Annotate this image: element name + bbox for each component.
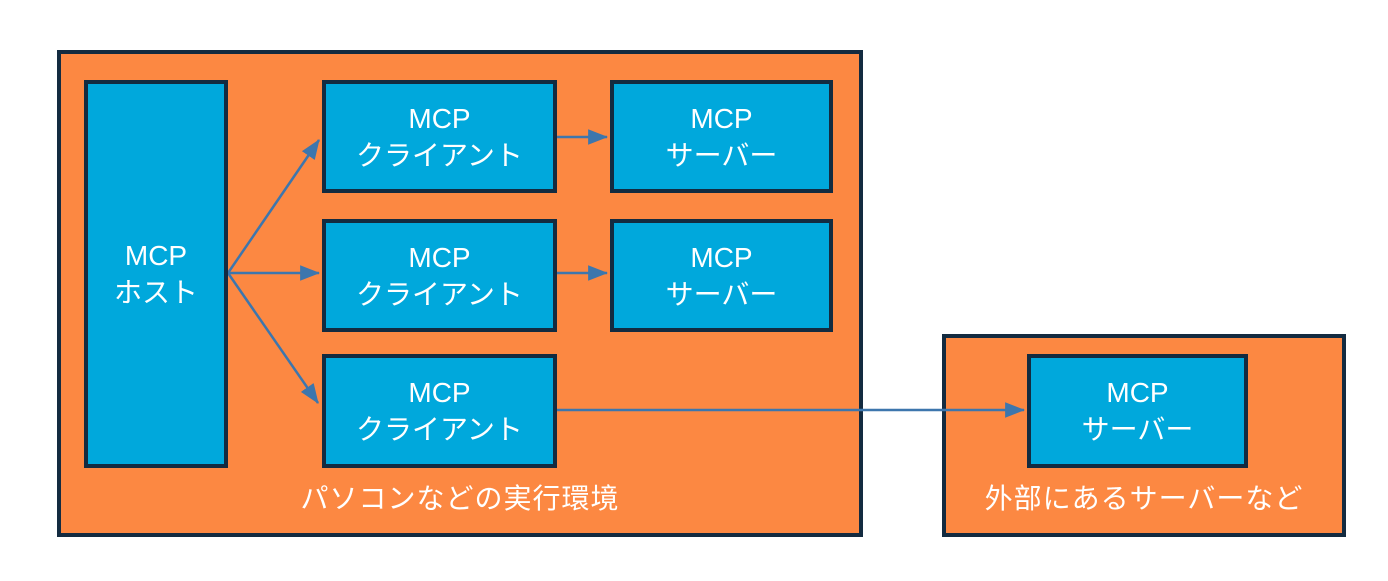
mcp-client-node-3: MCP クライアント (322, 354, 557, 468)
mcp-client-2-label-line1: MCP (408, 241, 471, 273)
local-environment-caption: パソコンなどの実行環境 (300, 483, 620, 514)
mcp-host-node: MCP ホスト (84, 80, 228, 468)
mcp-server-2-label-line2: サーバー (665, 278, 778, 310)
mcp-external-server-label-line2: サーバー (1081, 414, 1194, 445)
mcp-client-3-label-line2: クライアント (356, 414, 523, 445)
mcp-host-label-line2: ホスト (113, 277, 198, 308)
mcp-client-1-label-line1: MCP (408, 102, 471, 134)
mcp-client-3-label-line1: MCP (408, 377, 471, 408)
mcp-external-server-label-line1: MCP (1106, 377, 1169, 408)
mcp-server-1-label-line1: MCP (690, 102, 753, 134)
mcp-client-2-label-line2: クライアント (356, 278, 523, 310)
mcp-client-node-1: MCP クライアント (322, 80, 557, 193)
mcp-server-node-2: MCP サーバー (610, 219, 833, 332)
mcp-client-1-label-line2: クライアント (356, 139, 523, 171)
external-environment-caption: 外部にあるサーバーなど (984, 483, 1304, 514)
mcp-server-1-label-line2: サーバー (665, 139, 778, 171)
mcp-host-label-line1: MCP (124, 240, 188, 271)
mcp-server-node-1: MCP サーバー (610, 80, 833, 193)
mcp-server-2-label-line1: MCP (690, 241, 753, 273)
mcp-external-server-node: MCP サーバー (1027, 354, 1248, 468)
mcp-client-node-2: MCP クライアント (322, 219, 557, 332)
